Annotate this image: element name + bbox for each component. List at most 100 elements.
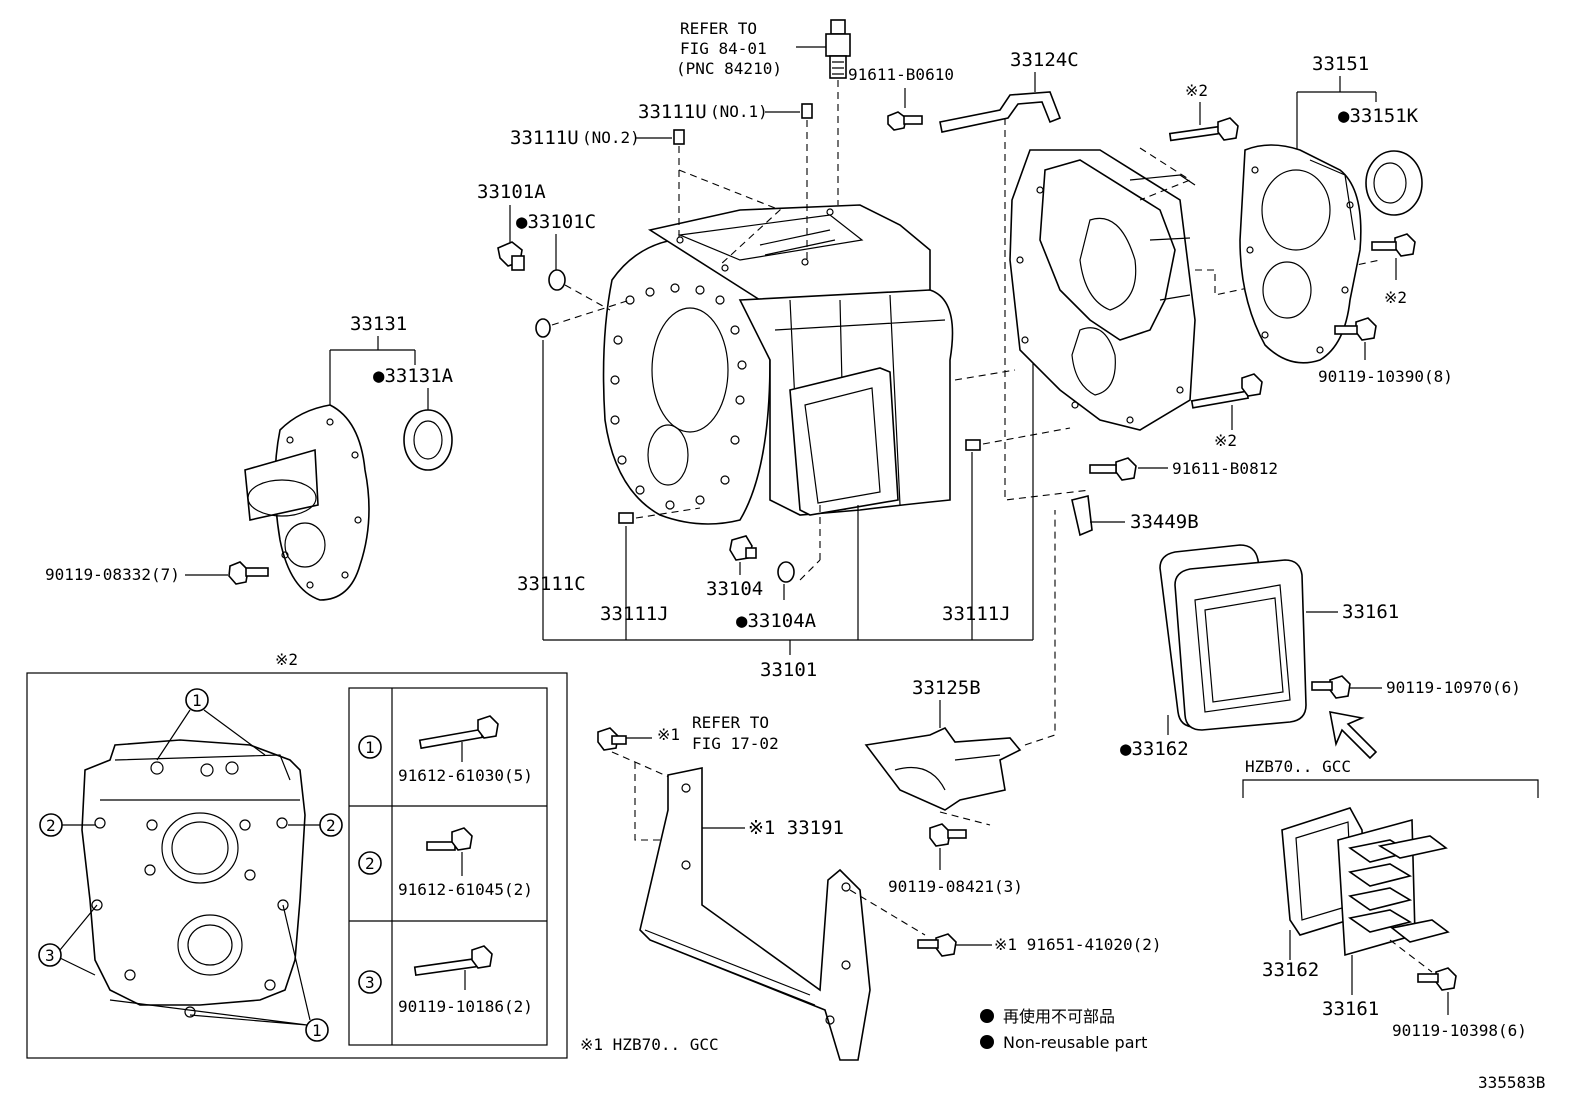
svg-text:3: 3 (45, 946, 55, 965)
ref1-bolt: ※1 (657, 725, 680, 744)
bolt-91611-B0610 (887, 111, 923, 131)
inset-row-2: 2 91612-61045(2) (358, 827, 533, 899)
label-33131A: ●33131A (373, 365, 454, 387)
footnote-hzb70: ※1 HZB70.. GCC (580, 1035, 719, 1054)
refer-fig84-note: REFER TO FIG 84-01 (PNC 84210) (676, 19, 782, 78)
label-33111U-no2: 33111U (510, 127, 579, 149)
legend-jp: 再使用不可部品 (1003, 1007, 1115, 1026)
inset-callout-2-left: 2 (39, 813, 95, 837)
figure-id: 335583B (1478, 1073, 1545, 1092)
gasket-33101C (548, 269, 566, 291)
label-33449B: 33449B (1130, 511, 1199, 533)
ref2-right: ※2 (1384, 288, 1407, 307)
svg-text:1: 1 (312, 1021, 322, 1040)
side-cover-33161 (1174, 559, 1307, 731)
label-33111J-right: 33111J (942, 603, 1011, 625)
inset-callout-1-top: 1 (156, 688, 266, 761)
inset-callout-3: 3 (38, 904, 98, 976)
side-cover-33161-hzb (1337, 818, 1450, 957)
label-90119-10398: 90119-10398(6) (1392, 1021, 1527, 1040)
inset-row-3: 3 90119-10186(2) (358, 945, 533, 1016)
plug-33104 (729, 535, 757, 561)
dowel-pin-33111U-no1 (801, 103, 813, 119)
bracket-33101 (543, 360, 1034, 655)
label-33111U-no1: 33111U (638, 101, 707, 123)
inset-row-3-part: 90119-10186(2) (398, 997, 533, 1016)
label-33101: 33101 (760, 659, 817, 681)
bolt-ref2-mid (1190, 373, 1263, 409)
refer-fig84-line3: (PNC 84210) (676, 59, 782, 78)
legend-dot-2 (980, 1035, 994, 1049)
legend-en: Non-reusable part (1003, 1033, 1147, 1052)
bolt-ref2-right (1371, 233, 1416, 257)
bolt-90119-10970 (1311, 675, 1351, 699)
inset-row-2-part: 91612-61045(2) (398, 880, 533, 899)
legend: 再使用不可部品 Non-reusable part (980, 1007, 1147, 1052)
front-cover-33131 (244, 404, 370, 601)
speed-sensor-part (825, 19, 851, 79)
label-33104A: ●33104A (736, 610, 817, 632)
refer-fig84-line2: FIG 84-01 (680, 39, 767, 58)
label-33124C: 33124C (1010, 49, 1079, 71)
bracket-33191 (639, 767, 871, 1061)
label-33162: ●33162 (1120, 738, 1189, 760)
label-33104: 33104 (706, 578, 763, 600)
label-33101A: 33101A (477, 181, 546, 203)
label-90119-08421: 90119-08421(3) (888, 877, 1023, 896)
label-33191: ※1 33191 (748, 817, 844, 839)
refer-fig17-line1: REFER TO (692, 713, 769, 732)
refer-fig17-line2: FIG 17-02 (692, 734, 779, 753)
bolt-90119-08332 (228, 561, 269, 585)
label-90119-10390: 90119-10390(8) (1318, 367, 1453, 386)
label-no1: (NO.1) (710, 102, 768, 121)
label-no2: (NO.2) (582, 128, 640, 147)
label-91611-B0610: 91611-B0610 (848, 65, 954, 84)
oil-seal-33131A (403, 409, 453, 471)
gasket-33104A (777, 561, 795, 583)
label-91651-41020: ※1 91651-41020(2) (994, 935, 1162, 954)
inset-row-2-num: 2 (365, 854, 375, 873)
bolt-ref2-top (1168, 117, 1239, 142)
label-33101C: ●33101C (516, 211, 596, 233)
ref2-mid: ※2 (1214, 431, 1237, 450)
ref2-top: ※2 (1185, 81, 1208, 100)
bolt-90119-08421 (929, 823, 967, 847)
label-90119-10970: 90119-10970(6) (1386, 678, 1521, 697)
breather-plate-33124C (939, 91, 1062, 133)
inset-frame (26, 672, 568, 1059)
svg-text:2: 2 (326, 816, 336, 835)
bolt-91611-B0812 (1089, 457, 1137, 481)
label-33131: 33131 (350, 313, 407, 335)
label-33125B: 33125B (912, 677, 981, 699)
inset-callout-1-bottom: 1 (109, 904, 329, 1042)
inset-row-3-num: 3 (365, 973, 375, 992)
direction-arrow-icon (1328, 710, 1378, 760)
label-33151: 33151 (1312, 53, 1369, 75)
inset-case-drawing (81, 739, 306, 1018)
legend-dot-1 (980, 1009, 994, 1023)
label-33161-hzb: 33161 (1322, 998, 1379, 1020)
oil-seal-33151K (1365, 150, 1423, 216)
bolt-91651-41020 (917, 933, 957, 957)
bolt-90119-10398 (1417, 967, 1457, 991)
label-90119-08332: 90119-08332(7) (45, 565, 180, 584)
label-33111J-left: 33111J (600, 603, 669, 625)
extension-housing-part (1009, 149, 1196, 431)
rear-cover-33151 (1239, 144, 1362, 364)
dowel-pin-33111U-no2 (673, 129, 685, 145)
bolt-refer-fig17 (597, 727, 627, 751)
label-33161: 33161 (1342, 601, 1399, 623)
dowel-pin-33111C (535, 318, 551, 338)
label-33151K: ●33151K (1338, 105, 1419, 127)
svg-text:1: 1 (192, 691, 202, 710)
refer-fig84-line1: REFER TO (680, 19, 757, 38)
inset-callout-2-right: 2 (288, 813, 343, 837)
drain-plug-33101A (497, 241, 525, 271)
label-91611-B0812: 91611-B0812 (1172, 459, 1278, 478)
dowel-pin-33111J-left (618, 512, 634, 524)
dowel-pin-33111J-right (965, 439, 981, 451)
transmission-case-part (602, 204, 954, 525)
protector-33125B (864, 726, 1022, 811)
inset-row-1: 1 91612-61030(5) (358, 715, 533, 785)
